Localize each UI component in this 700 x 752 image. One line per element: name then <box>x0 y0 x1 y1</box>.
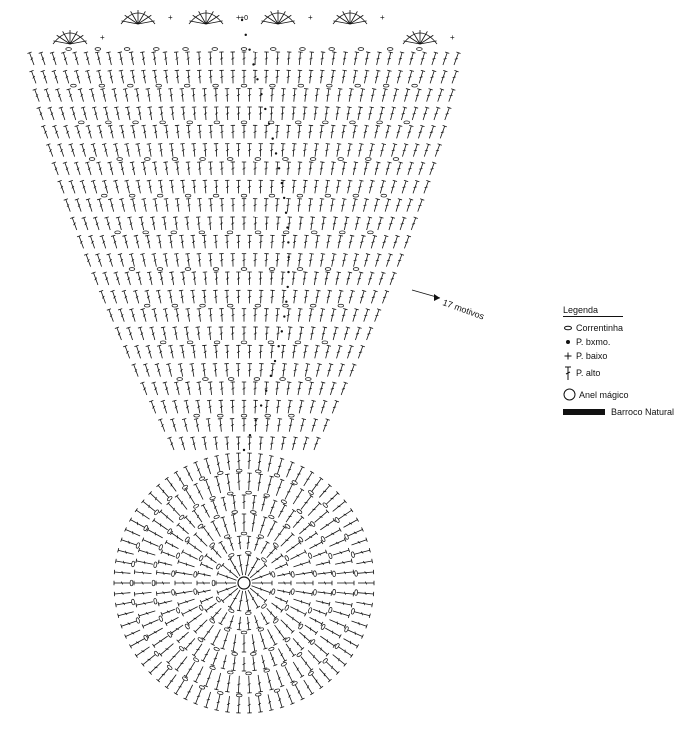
magic-ring-center <box>237 576 251 590</box>
svg-text:+: + <box>380 13 385 22</box>
svg-text:+: + <box>236 13 241 22</box>
double-crochet-icon <box>563 365 573 381</box>
legend-label: Anel mágico <box>579 389 629 400</box>
legend-item-single: P. baixo <box>563 350 607 362</box>
round-join-seam <box>240 18 290 452</box>
legend-label: Barroco Natural <box>611 407 675 417</box>
motif-arrowhead <box>434 294 440 301</box>
legend-label: P. bxmo. <box>576 337 611 347</box>
legend-divider <box>563 316 623 317</box>
legend-item-yarn: Barroco Natural <box>563 407 674 417</box>
legend-label: P. alto <box>576 368 601 378</box>
legend-label: Correntinha <box>576 323 624 333</box>
scallop-edge: + + + + + + <box>52 10 455 45</box>
legend-item-slip: P. bxmo. <box>563 336 610 348</box>
yarn-bar-icon <box>563 408 605 416</box>
svg-text:+: + <box>308 13 313 22</box>
chain-stitch-icon <box>563 322 573 334</box>
svg-text:+: + <box>100 33 105 42</box>
slip-stitch-icon <box>563 336 573 348</box>
fan-body-chart <box>27 47 461 451</box>
single-crochet-icon <box>563 350 573 362</box>
start-marker: +0 <box>240 15 248 22</box>
legend-item-ring: Anel mágico <box>563 388 629 401</box>
svg-text:+: + <box>450 33 455 42</box>
svg-text:+: + <box>168 13 173 22</box>
legend-title: Legenda <box>563 305 599 315</box>
legend-item-double: P. alto <box>563 365 600 381</box>
magic-ring-icon <box>563 388 576 401</box>
legend-label: P. baixo <box>576 351 608 361</box>
circular-base-chart <box>113 452 375 714</box>
legend-item-chain: Correntinha <box>563 322 623 334</box>
